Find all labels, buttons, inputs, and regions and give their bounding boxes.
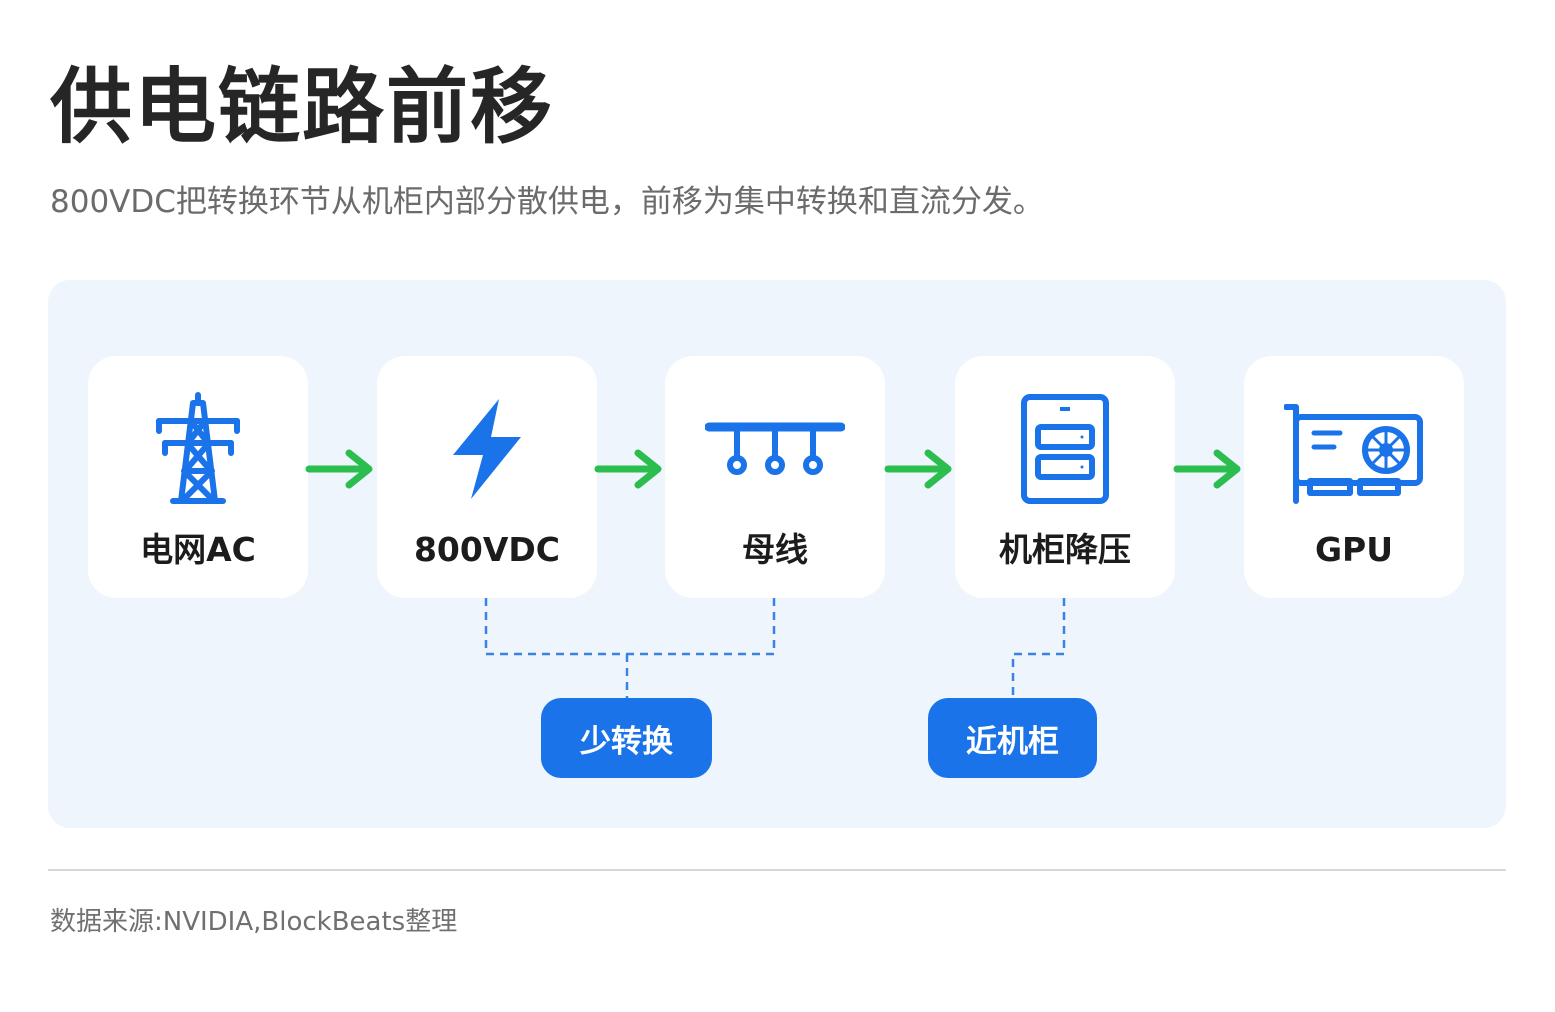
flow-arrow-4 — [1173, 449, 1241, 489]
busbar-icon — [665, 386, 885, 511]
tag-near-rack: 近机柜 — [928, 698, 1097, 778]
flow-arrow-2 — [594, 449, 662, 489]
gpu-card-icon — [1244, 386, 1464, 511]
footer-divider — [48, 869, 1506, 871]
node-rack-stepdown: 机柜降压 — [955, 356, 1175, 598]
node-label: 800VDC — [413, 530, 561, 569]
node-label: 母线 — [742, 530, 808, 569]
page-title: 供电链路前移 — [50, 60, 555, 155]
server-rack-icon — [955, 386, 1175, 511]
node-label: 电网AC — [140, 530, 256, 569]
node-grid-ac: 电网AC — [88, 356, 308, 598]
flow-arrow-3 — [884, 449, 952, 489]
tag-fewer-conversions: 少转换 — [541, 698, 712, 778]
lightning-bolt-icon — [377, 386, 597, 511]
page-subtitle: 800VDC把转换环节从机柜内部分散供电，前移为集中转换和直流分发。 — [50, 184, 1044, 220]
power-tower-icon — [88, 386, 308, 511]
node-label: GPU — [1314, 530, 1394, 569]
flow-arrow-1 — [305, 449, 373, 489]
source-note: 数据来源:NVIDIA,BlockBeats整理 — [50, 907, 458, 937]
node-busbar: 母线 — [665, 356, 885, 598]
node-800vdc: 800VDC — [377, 356, 597, 598]
node-gpu: GPU — [1244, 356, 1464, 598]
node-label: 机柜降压 — [999, 530, 1131, 569]
